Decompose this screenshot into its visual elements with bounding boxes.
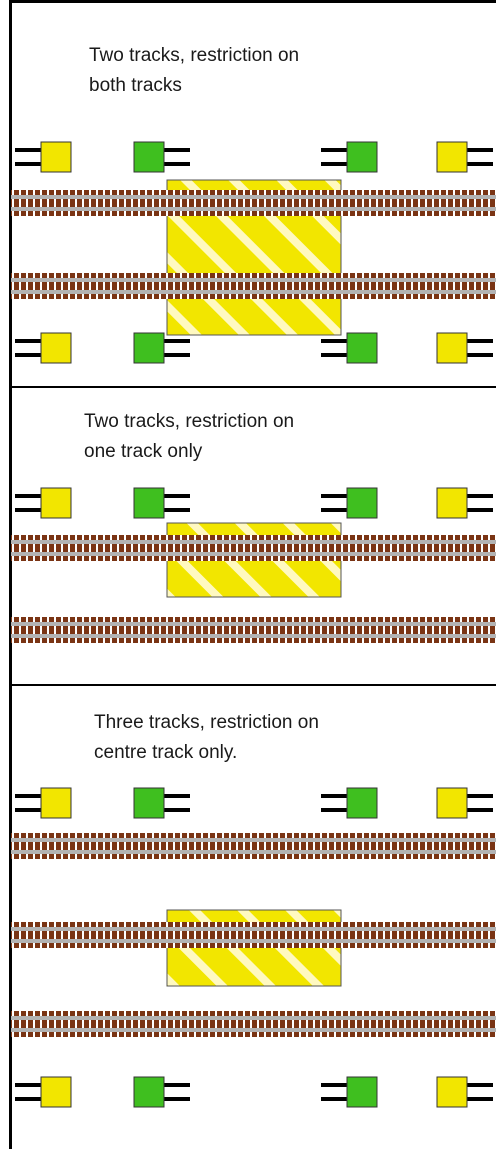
panel-1-top-signal-3 <box>321 141 378 173</box>
panel-1-bottom-signal-1 <box>15 332 72 364</box>
panel-3-track-3 <box>11 1011 496 1037</box>
rail <box>11 927 496 931</box>
panel-3-caption-line-1: Three tracks, restriction on <box>94 712 319 733</box>
sleepers <box>11 273 496 299</box>
signals <box>15 141 493 1108</box>
panel-3-bottom-signal-3 <box>321 1076 378 1108</box>
signal-head-icon <box>40 332 72 364</box>
sleepers <box>11 617 496 643</box>
panel-3-bottom-signal-1 <box>15 1076 72 1108</box>
signal-head-icon <box>346 1076 378 1108</box>
rail <box>11 195 496 199</box>
signal-head-icon <box>133 487 165 519</box>
rail <box>11 939 496 943</box>
restriction-zones <box>166 179 342 987</box>
panel-2-track-2 <box>11 617 496 643</box>
panel-divider <box>9 386 496 388</box>
panel-1-top-signal-4 <box>436 141 493 173</box>
rail <box>11 540 496 544</box>
rail <box>11 1016 496 1020</box>
rail <box>11 622 496 626</box>
panel-1-caption-line-1: Two tracks, restriction on <box>89 45 299 66</box>
panel-3-bottom-signal-4 <box>436 1076 493 1108</box>
panel-2-top-signal-2 <box>133 487 190 519</box>
panel-3-top-signal-1 <box>15 787 72 819</box>
signal-head-icon <box>436 141 468 173</box>
signal-head-icon <box>40 1076 72 1108</box>
signal-head-icon <box>40 141 72 173</box>
sleepers <box>11 833 496 859</box>
outer-border-top <box>9 0 496 3</box>
signal-head-icon <box>346 141 378 173</box>
sleepers <box>11 535 496 561</box>
sleepers <box>11 190 496 216</box>
rail <box>11 290 496 294</box>
panel-1-bottom-signal-3 <box>321 332 378 364</box>
panel-3-caption-line-2: centre track only. <box>94 742 237 763</box>
signal-head-icon <box>133 1076 165 1108</box>
panel-1-top-signal-2 <box>133 141 190 173</box>
outer-border-left <box>9 0 12 1149</box>
rail <box>11 850 496 854</box>
panel-1-top-signal-1 <box>15 141 72 173</box>
signal-head-icon <box>436 487 468 519</box>
panel-2-top-signal-1 <box>15 487 72 519</box>
sleepers <box>11 1011 496 1037</box>
signal-head-icon <box>436 332 468 364</box>
panel-2-track-1 <box>11 535 496 561</box>
signal-head-icon <box>346 332 378 364</box>
signal-head-icon <box>40 487 72 519</box>
panel-2-top-signal-3 <box>321 487 378 519</box>
panel-1-bottom-signal-2 <box>133 332 190 364</box>
signal-head-icon <box>436 787 468 819</box>
panel-3-top-signal-4 <box>436 787 493 819</box>
rail <box>11 207 496 211</box>
rail <box>11 1028 496 1032</box>
panel-1-bottom-signal-4 <box>436 332 493 364</box>
tracks <box>11 190 496 1037</box>
rail <box>11 552 496 556</box>
panel-3-top-signal-3 <box>321 787 378 819</box>
panel-3-track-1 <box>11 833 496 859</box>
panel-2-caption-line-1: Two tracks, restriction on <box>84 411 294 432</box>
panel-3-top-signal-2 <box>133 787 190 819</box>
signal-head-icon <box>40 787 72 819</box>
panel-divider <box>9 684 496 686</box>
signal-head-icon <box>346 787 378 819</box>
panel-3-track-2 <box>11 922 496 948</box>
signal-head-icon <box>346 487 378 519</box>
sleepers <box>11 922 496 948</box>
panel-2-caption-line-2: one track only <box>84 441 203 462</box>
rail <box>11 278 496 282</box>
rail <box>11 838 496 842</box>
rail <box>11 634 496 638</box>
panel-1-track-2 <box>11 273 496 299</box>
signal-head-icon <box>133 141 165 173</box>
panel-3-bottom-signal-2 <box>133 1076 190 1108</box>
signal-head-icon <box>133 787 165 819</box>
signal-head-icon <box>436 1076 468 1108</box>
panel-1-caption-line-2: both tracks <box>89 75 182 96</box>
signal-head-icon <box>133 332 165 364</box>
panel-1-track-1 <box>11 190 496 216</box>
panel-2-top-signal-4 <box>436 487 493 519</box>
